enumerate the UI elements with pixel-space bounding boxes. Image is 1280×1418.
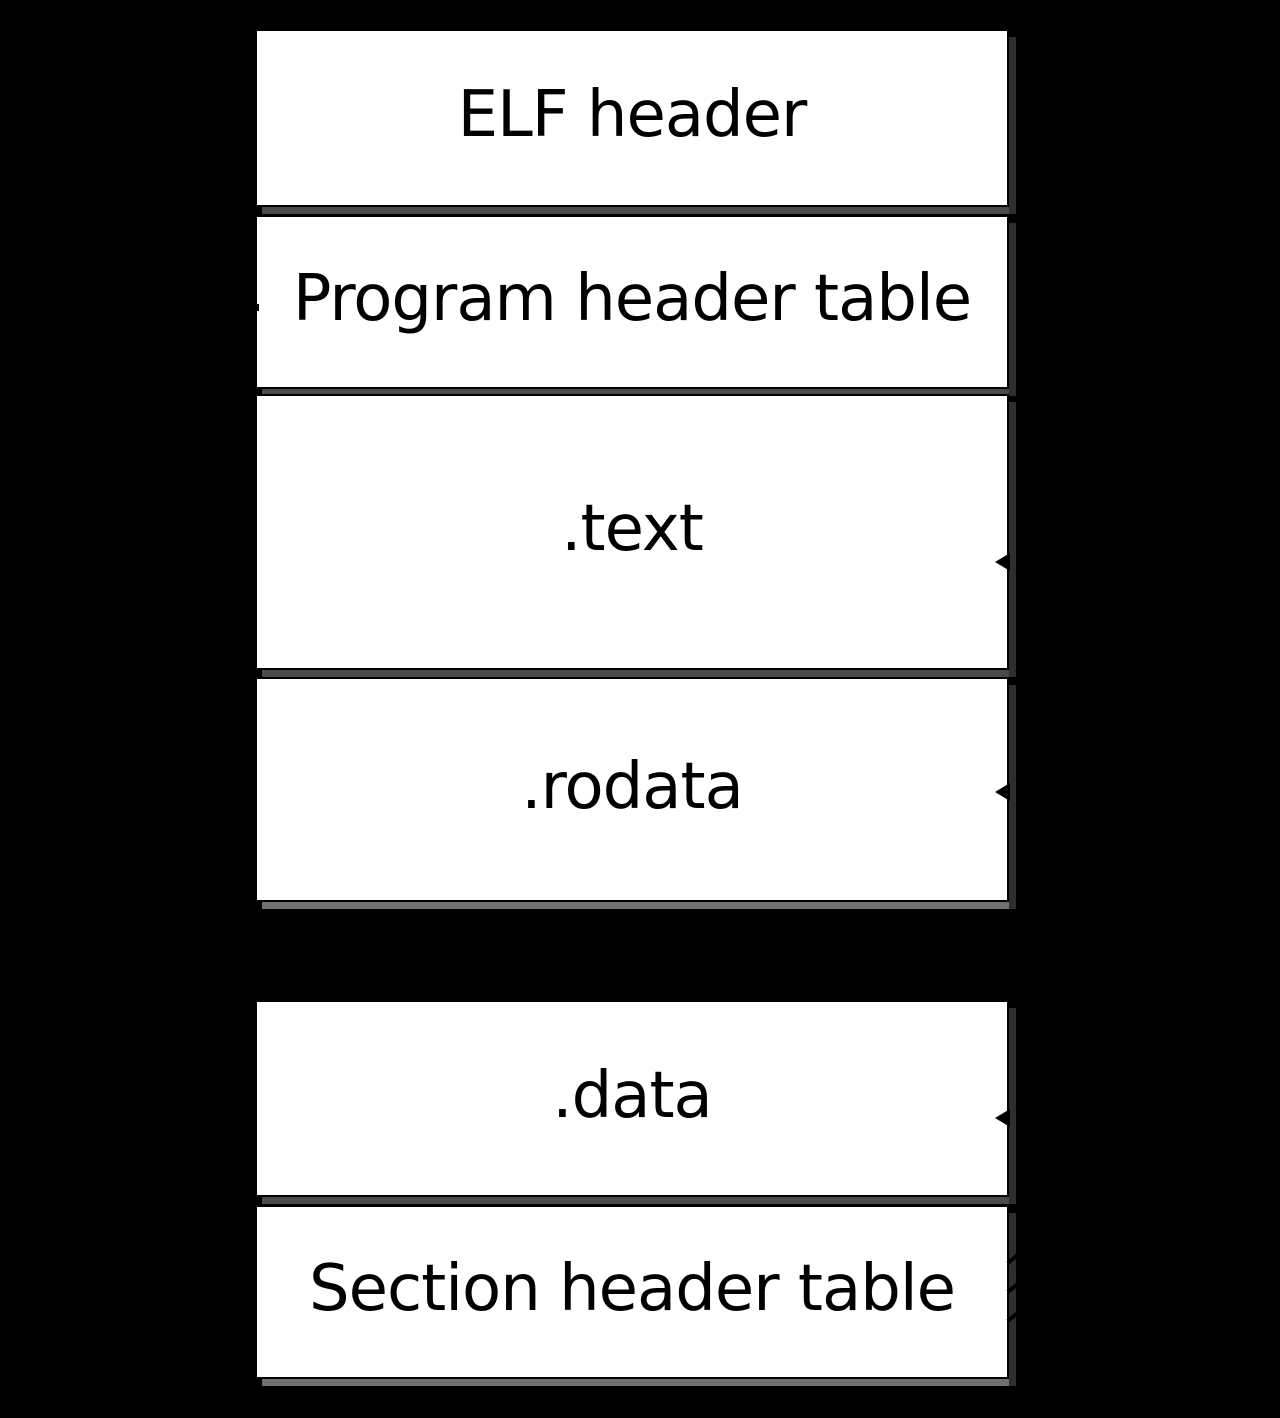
box-program-header-table: Program header table — [255, 215, 1016, 396]
arrowhead-into-text-icon — [995, 553, 1010, 571]
box-data-section: .data — [255, 1000, 1016, 1204]
box-section-header-table: Section header table — [255, 1205, 1016, 1386]
box-text-section-label: .text — [561, 492, 704, 566]
box-data-section-label: .data — [552, 1058, 712, 1133]
box-rodata-section: .rodata — [255, 677, 1016, 909]
box-rodata-section-label: .rodata — [521, 749, 744, 824]
box-program-header-table-label: Program header table — [292, 262, 972, 336]
arrowhead-into-rodata-icon — [995, 783, 1010, 801]
box-elf-header-label: ELF header — [457, 78, 808, 152]
box-section-header-table-label: Section header table — [308, 1252, 956, 1326]
box-text-section: .text — [255, 394, 1016, 677]
arrowhead-into-data-icon — [995, 1109, 1010, 1127]
program-header-arrow-stub — [246, 304, 259, 311]
box-elf-header: ELF header — [255, 29, 1016, 214]
